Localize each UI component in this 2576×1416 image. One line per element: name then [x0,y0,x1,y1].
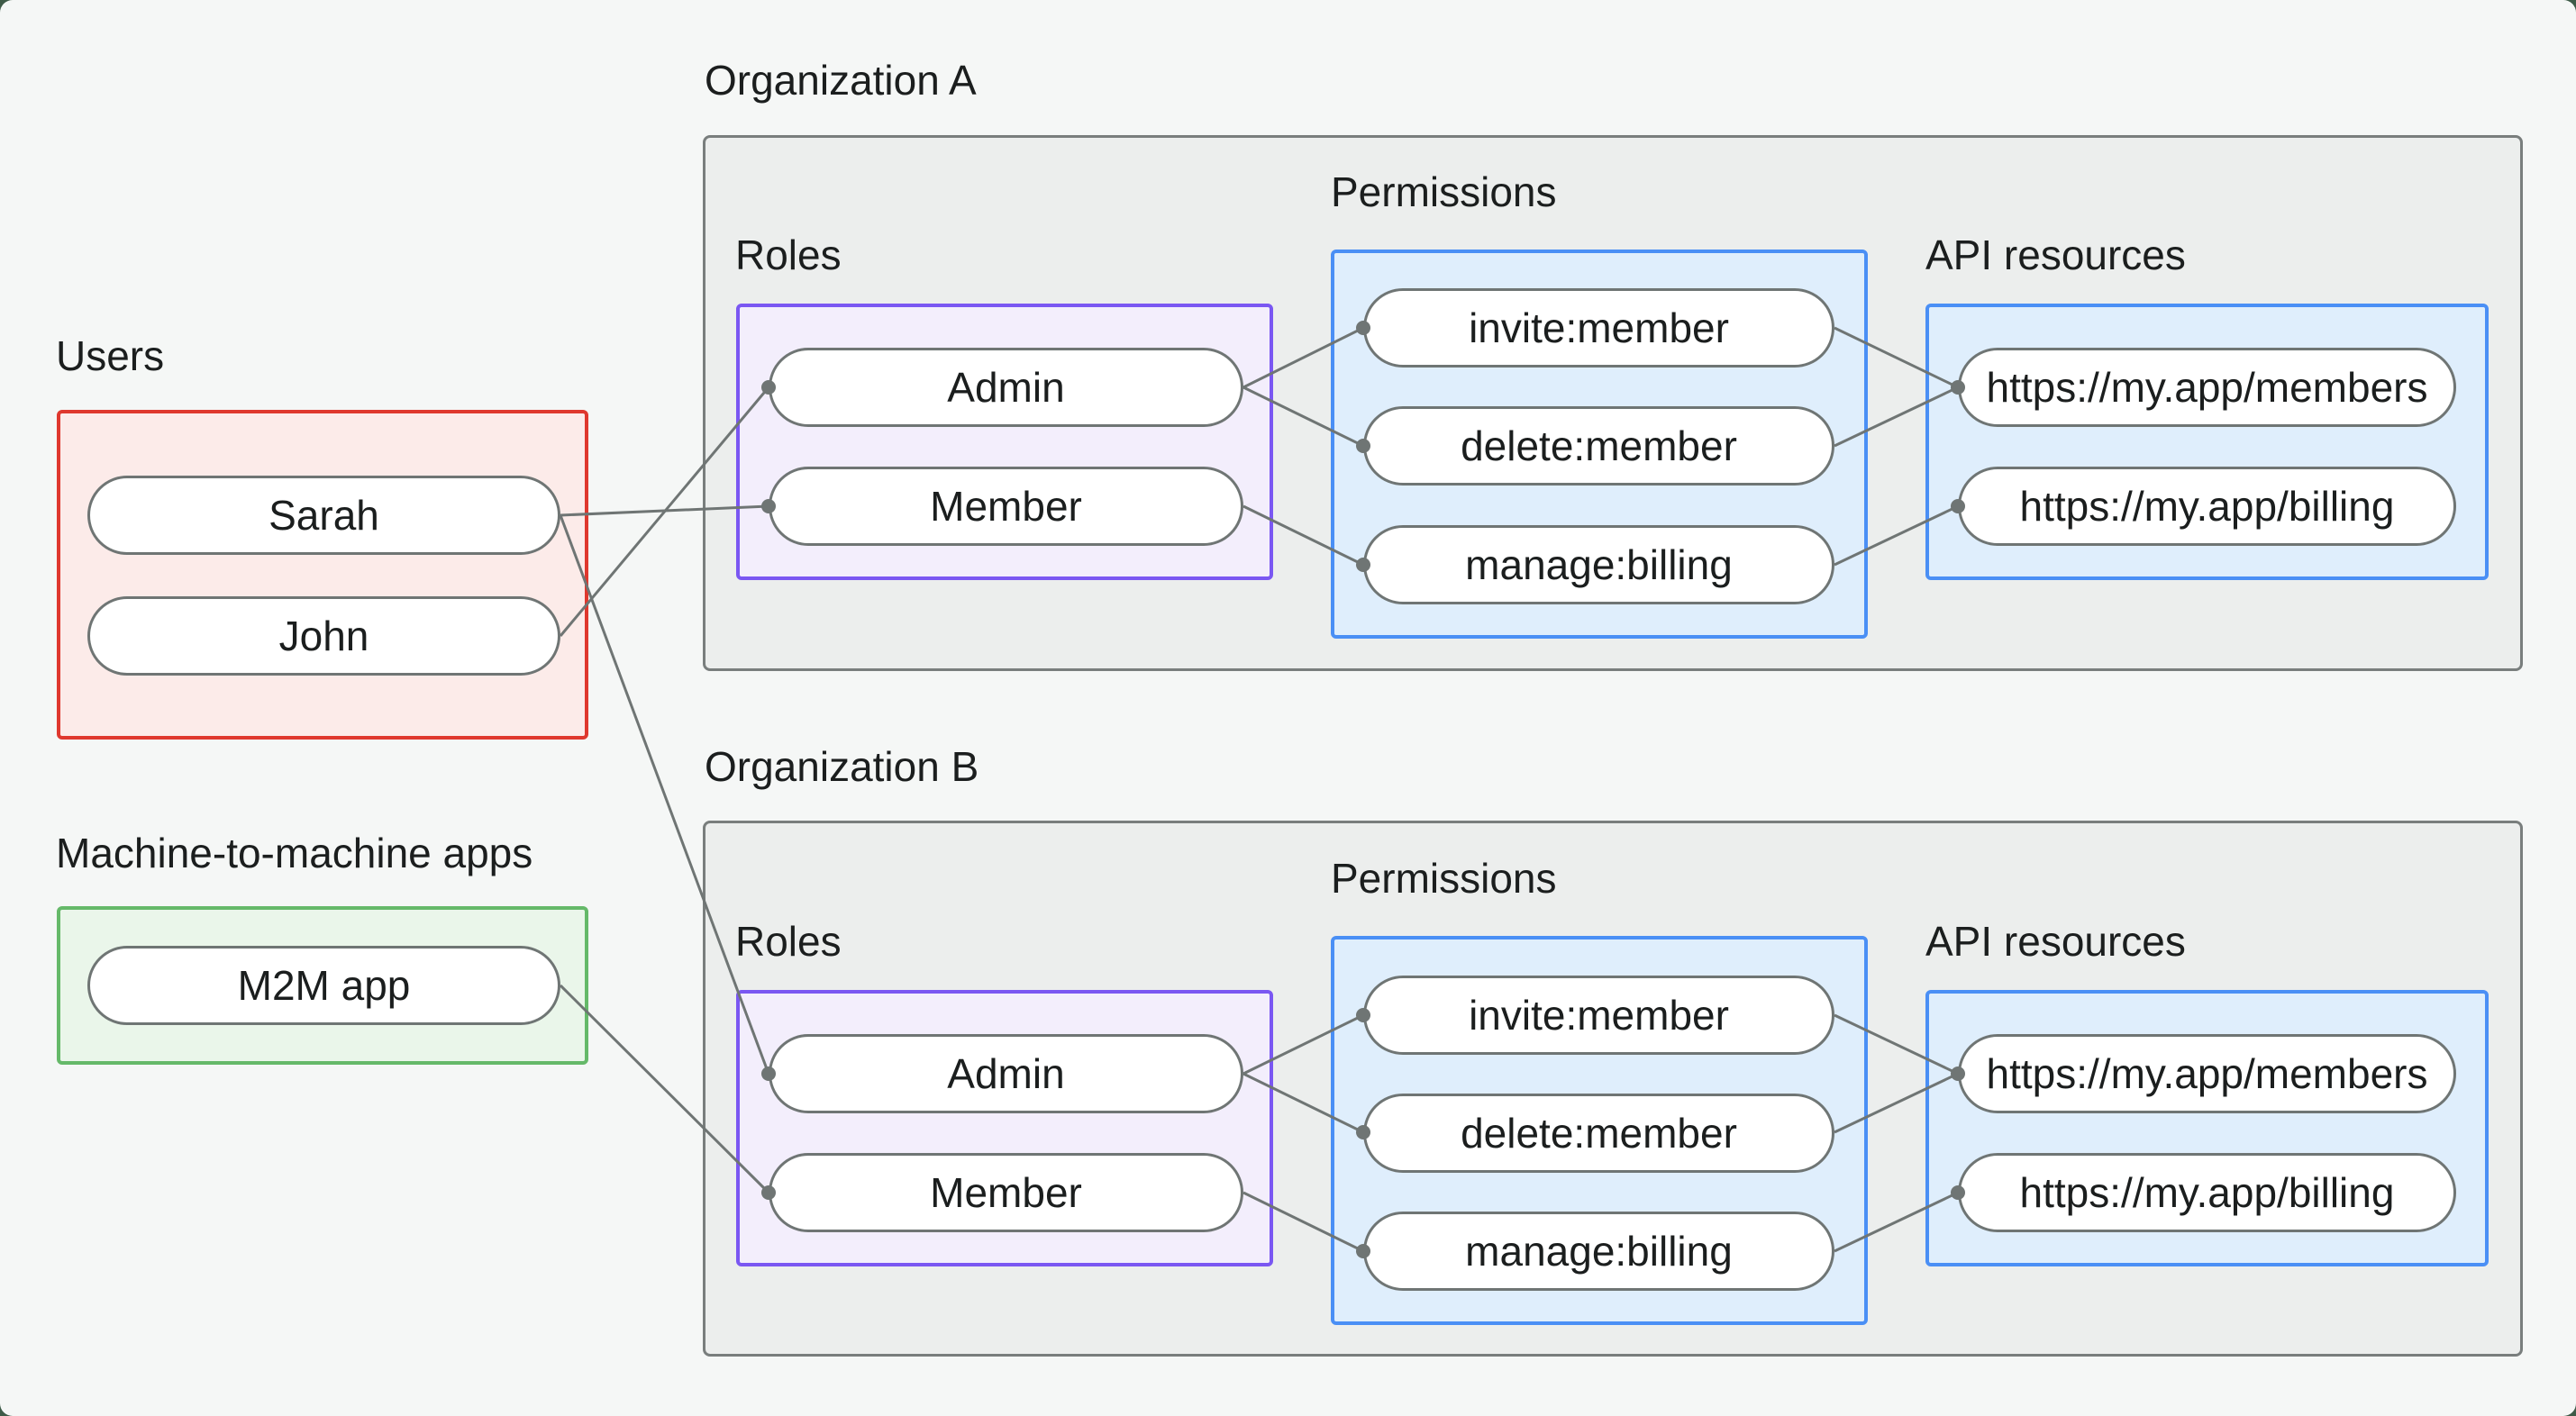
permission-node-manage-b: manage:billing [1363,1212,1834,1291]
organization-b-title: Organization B [705,743,979,790]
permission-node-delete-a: delete:member [1363,406,1834,486]
organization-a-title: Organization A [705,57,977,104]
permission-node-delete-b: delete:member [1363,1094,1834,1173]
permission-node-invite-b: invite:member [1363,976,1834,1055]
organization-b-permissions-label: Permissions [1331,855,1557,902]
api-node-members-a: https://my.app/members [1958,348,2456,427]
permission-node-invite-a: invite:member [1363,288,1834,368]
organization-a-roles-label: Roles [735,231,842,278]
api-node-billing-b: https://my.app/billing [1958,1153,2456,1232]
user-node-john: John [87,596,560,676]
role-node-admin-b: Admin [769,1034,1243,1113]
users-group-box [57,410,588,740]
users-group-label: Users [56,332,165,379]
user-node-sarah: Sarah [87,476,560,555]
role-node-admin-a: Admin [769,348,1243,427]
m2m-app-node: M2M app [87,946,560,1025]
organization-b-api-label: API resources [1925,918,2186,965]
m2m-group-label: Machine-to-machine apps [56,830,533,876]
role-node-member-b: Member [769,1153,1243,1232]
api-node-members-b: https://my.app/members [1958,1034,2456,1113]
organization-b-roles-label: Roles [735,918,842,965]
permission-node-manage-a: manage:billing [1363,525,1834,604]
organization-a-api-label: API resources [1925,231,2186,278]
api-node-billing-a: https://my.app/billing [1958,467,2456,546]
role-node-member-a: Member [769,467,1243,546]
organization-a-permissions-label: Permissions [1331,168,1557,215]
